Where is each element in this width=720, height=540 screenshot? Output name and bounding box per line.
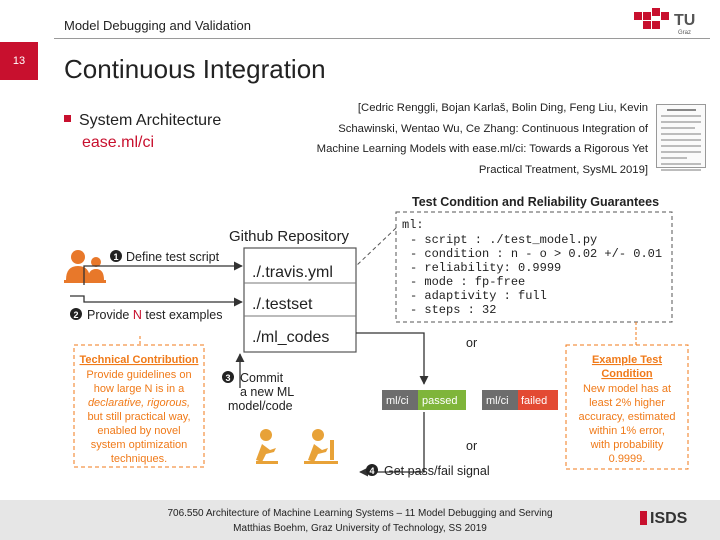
svg-text:0.9999.: 0.9999. xyxy=(609,453,646,465)
footer-text: 706.550 Architecture of Machine Learning… xyxy=(120,506,600,536)
technical-contribution-title: Technical Contribution xyxy=(80,354,199,366)
svg-text:Example Test: Example Test xyxy=(592,354,662,366)
svg-text:with probability: with probability xyxy=(590,439,664,451)
step-3-line: a new ML xyxy=(240,385,294,399)
header-divider xyxy=(54,38,710,39)
svg-text:how large N is in a: how large N is in a xyxy=(94,383,185,395)
svg-text:declarative, rigorous,: declarative, rigorous, xyxy=(88,397,190,409)
developers-desk-icon xyxy=(256,429,338,464)
bullet-marker xyxy=(64,115,71,123)
example-condition-text: New model has at least 2% higher accurac… xyxy=(578,383,675,465)
slide-number: 13 xyxy=(0,42,38,80)
yaml-config-box xyxy=(395,211,673,323)
footer-line: 706.550 Architecture of Machine Learning… xyxy=(167,508,553,519)
svg-text:TU: TU xyxy=(674,12,695,29)
svg-text:ml/ci: ml/ci xyxy=(486,395,509,407)
isds-logo: ISDS xyxy=(640,510,687,528)
yaml-line: - adaptivity : full xyxy=(410,289,547,303)
step-3-marker xyxy=(222,371,234,383)
step-1-label: Define test script xyxy=(126,250,220,264)
footer-bar xyxy=(0,500,720,540)
step-1-arrow xyxy=(83,261,243,285)
yaml-line: - script : ./test_model.py xyxy=(410,233,597,247)
svg-text:Provide guidelines on: Provide guidelines on xyxy=(86,369,191,381)
file-travis-yml: ./.travis.yml xyxy=(252,264,333,281)
yaml-line: - condition : n - o > 0.02 +/- 0.01 xyxy=(410,247,662,261)
svg-text:ml/ci: ml/ci xyxy=(386,395,409,407)
paper-thumbnail xyxy=(656,104,706,171)
header-title: Model Debugging and Validation xyxy=(64,18,251,33)
result-to-signal-arrow xyxy=(359,412,425,477)
bullet-item: System Architecture ease.ml/ci xyxy=(64,110,221,154)
svg-text:New model has at: New model has at xyxy=(583,383,671,395)
architecture-diagram: Test Condition and Reliability Guarantee… xyxy=(64,195,689,478)
badge-passed: ml/ci passed xyxy=(382,390,466,410)
yaml-config-lines: ml: - script : ./test_model.py - conditi… xyxy=(402,218,662,317)
badge-failed: ml/ci failed xyxy=(482,390,558,410)
svg-text:Graz: Graz xyxy=(678,30,691,36)
tu-graz-logo: TU Graz xyxy=(634,8,695,36)
file-ml-codes: ./ml_codes xyxy=(252,329,329,346)
or-label: or xyxy=(466,336,477,350)
svg-text:least 2% higher: least 2% higher xyxy=(589,397,665,409)
yaml-link-line xyxy=(355,227,397,267)
repo-to-result-arrow xyxy=(356,332,429,385)
yaml-line: - steps : 32 xyxy=(410,303,496,317)
step-1-marker xyxy=(110,250,122,262)
footer-line: Matthias Boehm, Graz University of Techn… xyxy=(233,523,487,534)
test-condition-title: Test Condition and Reliability Guarantee… xyxy=(412,195,659,209)
svg-text:system optimization: system optimization xyxy=(91,439,188,451)
step-3-line: model/code xyxy=(228,399,293,413)
isds-logo-mark xyxy=(640,510,647,525)
step-2-arrow xyxy=(70,295,243,307)
svg-text:1: 1 xyxy=(114,252,119,262)
step-4-label: Get pass/fail signal xyxy=(384,464,490,478)
svg-text:2: 2 xyxy=(74,310,79,320)
citation: [Cedric Renggli, Bojan Karlaš, Bolin Din… xyxy=(316,102,648,176)
bullet-label: System Architecture xyxy=(79,112,222,129)
example-condition-box xyxy=(565,344,689,470)
svg-text:Condition: Condition xyxy=(601,368,653,380)
yaml-line: - mode : fp-free xyxy=(410,275,525,289)
svg-text:within 1% error,: within 1% error, xyxy=(588,425,665,437)
repo-title: Github Repository xyxy=(229,228,350,245)
svg-text:enabled by novel: enabled by novel xyxy=(97,425,180,437)
yaml-line: - reliability: 0.9999 xyxy=(410,261,561,275)
svg-text:but still practical way,: but still practical way, xyxy=(87,411,190,423)
step-2-marker xyxy=(70,308,82,320)
svg-text:passed: passed xyxy=(422,395,457,407)
svg-text:4: 4 xyxy=(370,466,375,476)
yaml-line: ml: xyxy=(402,218,424,232)
svg-text:techniques.: techniques. xyxy=(111,453,167,465)
svg-text:failed: failed xyxy=(521,395,547,407)
step-4-marker xyxy=(366,464,378,476)
svg-text:accuracy, estimated: accuracy, estimated xyxy=(578,411,675,423)
repo-box xyxy=(243,247,357,353)
technical-contribution-box xyxy=(73,344,205,468)
technical-contribution-text: Provide guidelines on how large N is in … xyxy=(86,369,191,465)
svg-text:3: 3 xyxy=(226,373,231,383)
bullet-sublabel: ease.ml/ci xyxy=(82,134,155,151)
step-2-label: Provide N test examples xyxy=(87,308,222,322)
or-label: or xyxy=(466,439,477,453)
step-3-line: Commit xyxy=(240,371,284,385)
slide-title: Continuous Integration xyxy=(64,54,326,84)
file-testset: ./.testset xyxy=(252,296,313,313)
example-condition-title: Example Test Condition xyxy=(592,354,662,380)
